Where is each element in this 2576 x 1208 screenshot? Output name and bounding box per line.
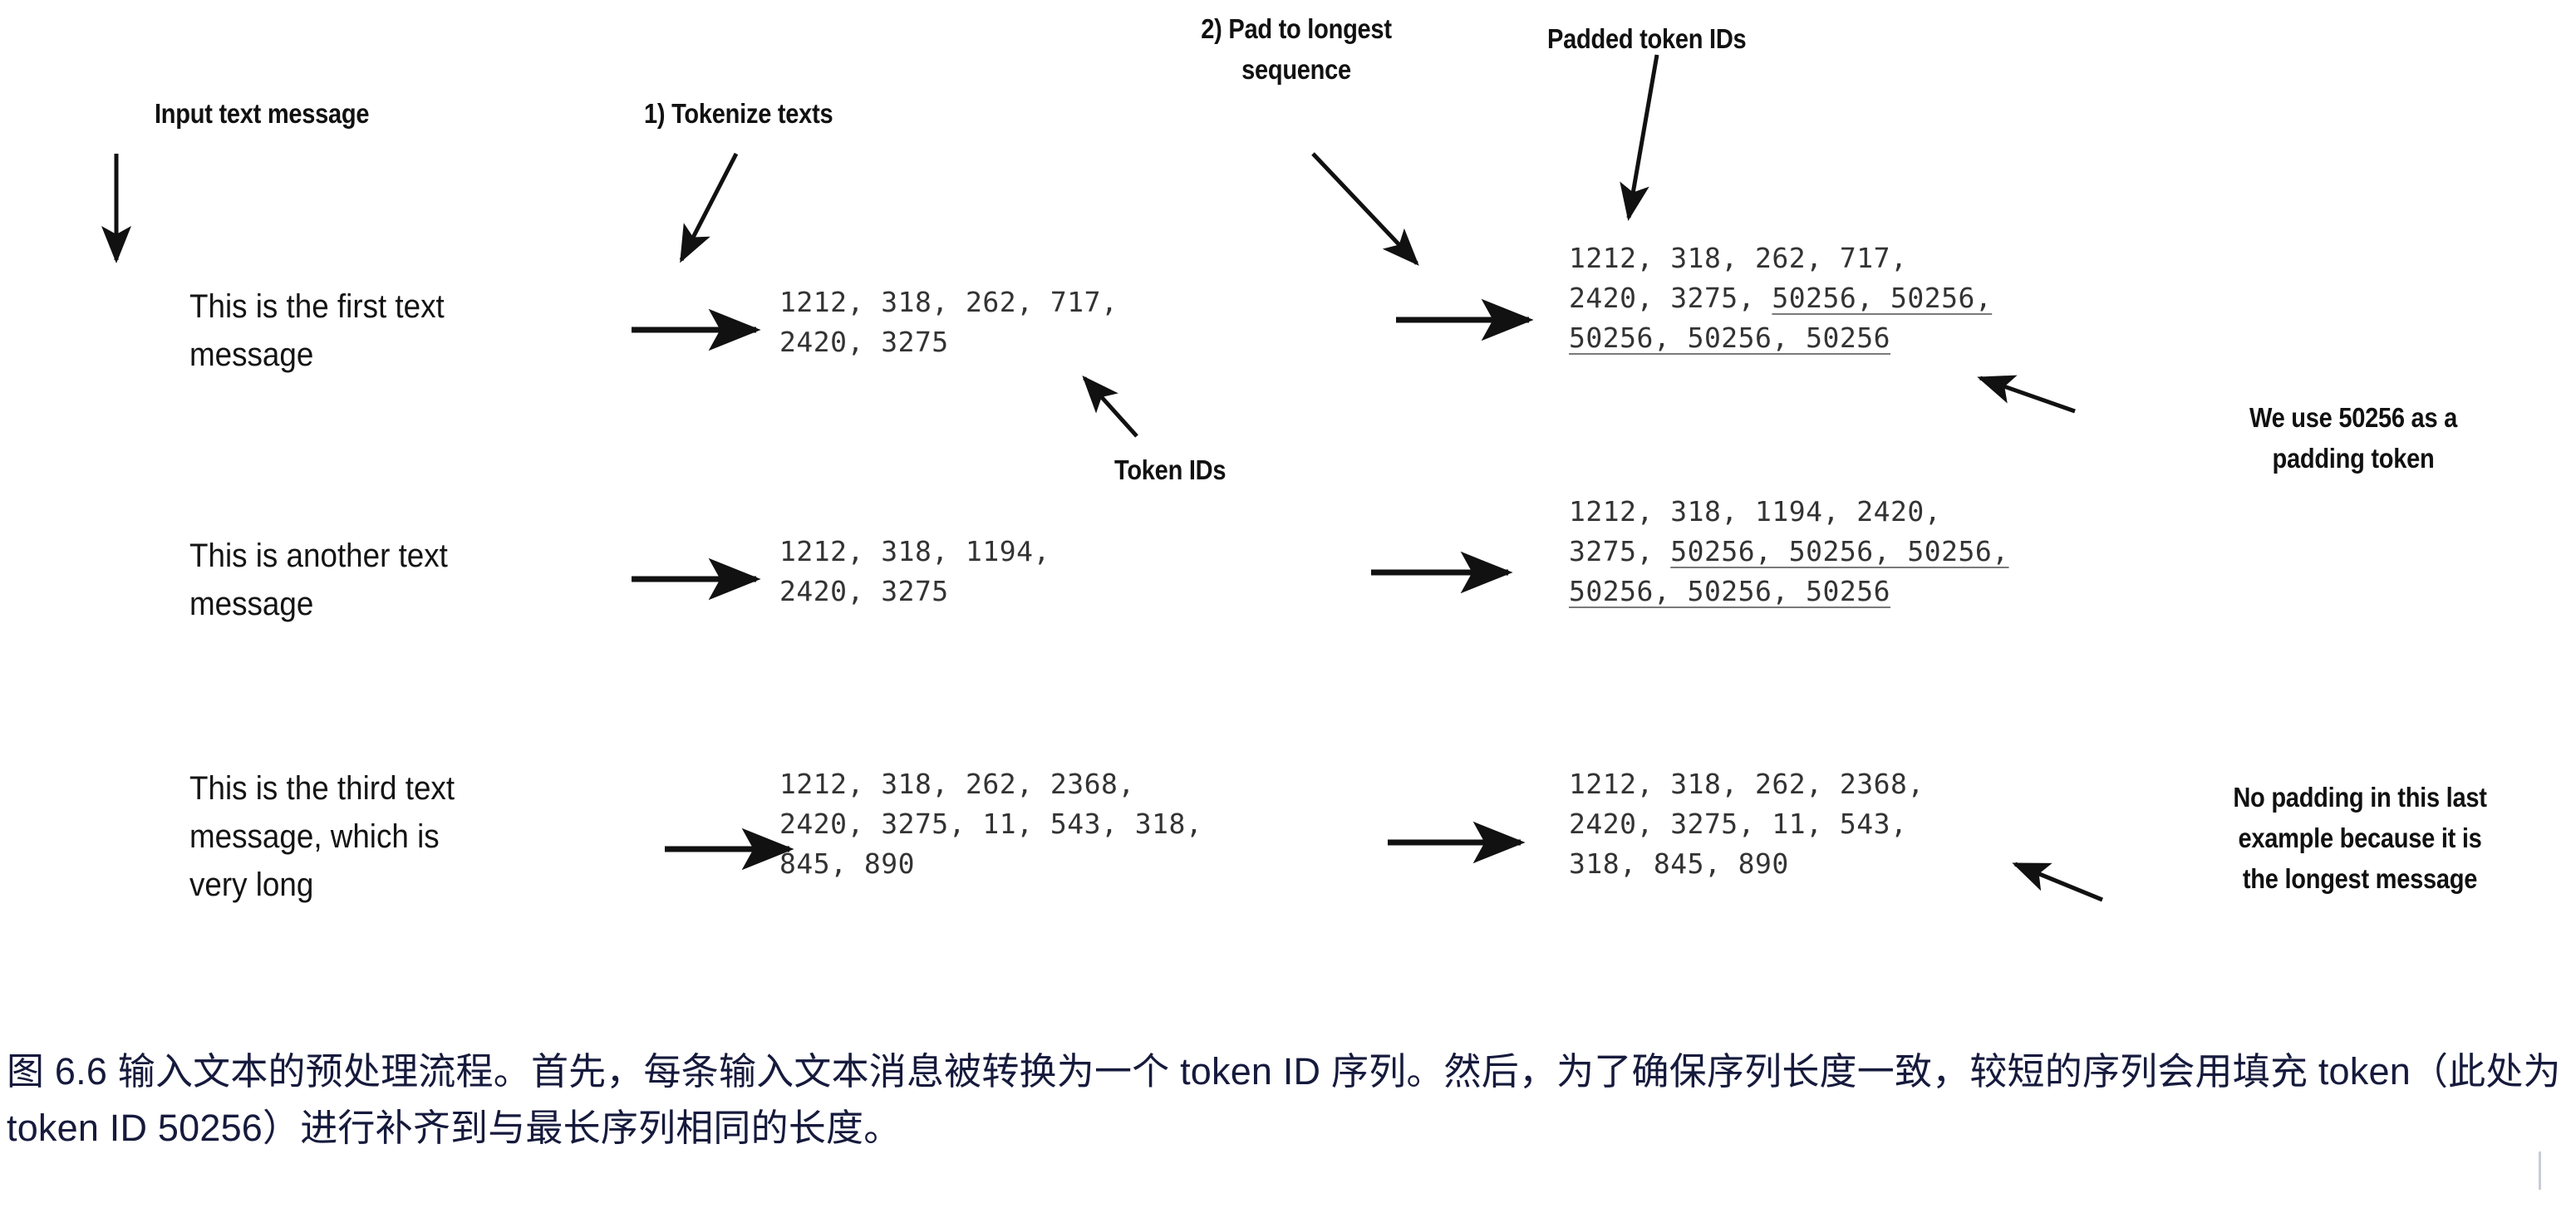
token-ids-3: 1212, 318, 262, 2368, 2420, 3275, 11, 54… [779,768,1203,880]
label-pad-to-longest-sequence: 2) Pad to longest sequence [1201,13,1392,85]
input-message-1: This is the first text message [189,288,445,373]
input-message-2: This is another text message [189,538,448,622]
arrow-token-ids-label [1082,376,1138,438]
padded-token-ids-1: 1212, 318, 262, 717, 2420, 3275, 50256, … [1569,238,2167,358]
padded-prefix-2: 1212, 318, 1194, 2420, 3275, [1569,495,1942,567]
input-message-3: This is the third text message, which is… [189,770,455,903]
arrow-padded-label [1620,54,1659,221]
padding-token-group-2a: 50256, 50256, 50256, [1670,535,2009,567]
padded-token-ids-2: 1212, 318, 1194, 2420, 3275, 50256, 5025… [1569,492,2200,611]
figure-caption: 图 6.6 输入文本的预处理流程。首先，每条输入文本消息被转换为一个 token… [7,1050,2561,1149]
page-edge-artifact [2539,1152,2541,1190]
token-ids-1: 1212, 318, 262, 717, 2420, 3275 [779,286,1118,358]
arrow-tokenize-label [679,152,739,263]
padded-token-ids-3: 1212, 318, 262, 2368, 2420, 3275, 11, 54… [1569,768,1925,880]
label-token-ids: Token IDs [1114,454,1227,485]
padding-token-group-1b: 50256, 50256, 50256 [1569,322,1890,354]
label-we-use-50256-as-padding-token: We use 50256 as a padding token [2249,402,2458,474]
padding-token-group-2b: 50256, 50256, 50256 [1569,575,1890,607]
label-tokenize-texts: 1) Tokenize texts [644,98,833,129]
token-ids-2: 1212, 318, 1194, 2420, 3275 [779,535,1050,607]
padded-prefix-1: 1212, 318, 262, 717, 2420, 3275, [1569,242,1908,314]
label-no-padding-longest-message: No padding in this last example because … [2233,782,2487,894]
arrow-we-use-50256 [1977,375,2076,414]
padding-token-group-1a: 50256, 50256, [1772,282,1993,314]
arrow-pad-label [1311,152,1419,266]
label-input-text-message: Input text message [155,98,370,129]
label-padded-token-ids: Padded token IDs [1547,23,1747,54]
